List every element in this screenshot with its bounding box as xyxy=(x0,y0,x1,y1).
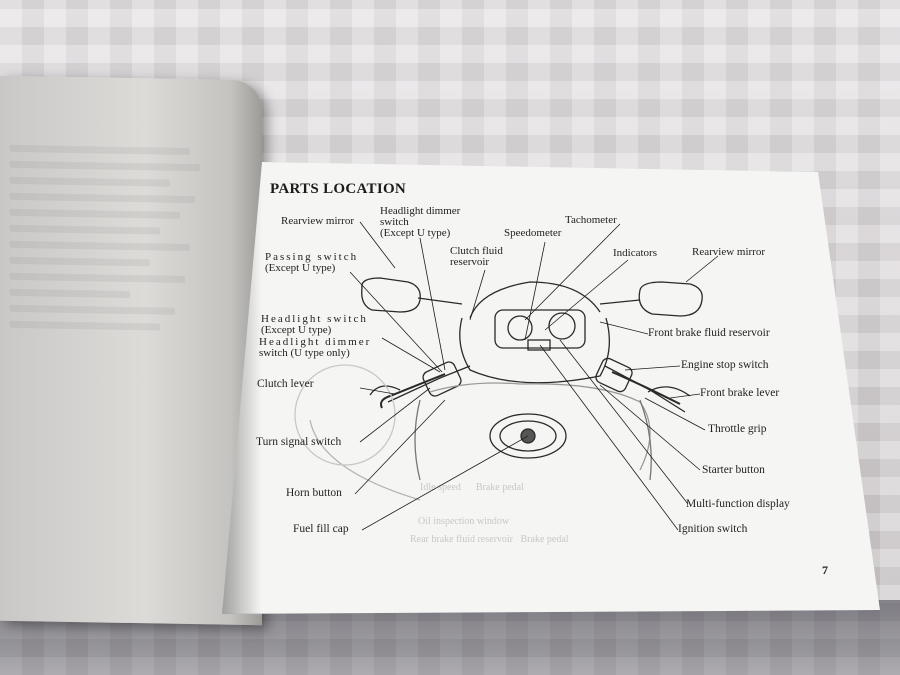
right-page xyxy=(222,162,880,614)
label-headlight-dimmer-switch: Headlight dimmer switch (Except U type) xyxy=(380,205,461,239)
label-speedometer: Speedometer xyxy=(504,227,562,239)
label-front-brake-lever: Front brake lever xyxy=(700,387,780,399)
label-rearview-mirror-right: Rearview mirror xyxy=(692,246,765,258)
label-headlight-switch: Headlight switch (Except U type) xyxy=(261,313,368,336)
page-title: PARTS LOCATION xyxy=(270,181,407,197)
label-multi-function-display: Multi-function display xyxy=(686,498,790,510)
label-clutch-fluid-reservoir: Clutch fluid reservoir xyxy=(450,245,503,268)
label-headlight-dimmer-switch-u: Headlight dimmer switch (U type only) xyxy=(259,336,372,359)
right-handlebar xyxy=(604,365,686,413)
left-switch-housing xyxy=(422,361,462,397)
right-mirror xyxy=(638,281,703,317)
label-ignition-switch: Ignition switch xyxy=(678,523,748,535)
fuel-fill-cap xyxy=(489,413,567,459)
page-number: 7 xyxy=(822,563,828,577)
label-rearview-mirror-left: Rearview mirror xyxy=(281,215,354,227)
right-switch-housing xyxy=(595,357,633,393)
label-turn-signal-switch: Turn signal switch xyxy=(256,436,342,448)
label-passing-switch: Passing switch (Except U type) xyxy=(265,251,359,274)
label-tachometer: Tachometer xyxy=(565,214,617,226)
label-horn-button: Horn button xyxy=(286,487,342,499)
label-indicators: Indicators xyxy=(613,247,657,259)
bleed-through-text: Rear brake fluid reservoir Brake pedal xyxy=(410,534,569,545)
label-engine-stop-switch: Engine stop switch xyxy=(681,359,769,371)
instrument-cluster xyxy=(494,309,586,349)
left-mirror xyxy=(361,277,421,313)
label-throttle-grip: Throttle grip xyxy=(708,423,767,435)
label-starter-button: Starter button xyxy=(702,464,765,476)
label-clutch-lever: Clutch lever xyxy=(257,378,314,390)
label-fuel-fill-cap: Fuel fill cap xyxy=(293,523,349,535)
bleed-through-text: Oil inspection window xyxy=(418,516,510,527)
bleed-through-text: Idle speed Brake pedal xyxy=(420,482,524,493)
label-front-brake-fluid-reservoir: Front brake fluid reservoir xyxy=(648,327,770,339)
left-handlebar xyxy=(387,365,471,403)
